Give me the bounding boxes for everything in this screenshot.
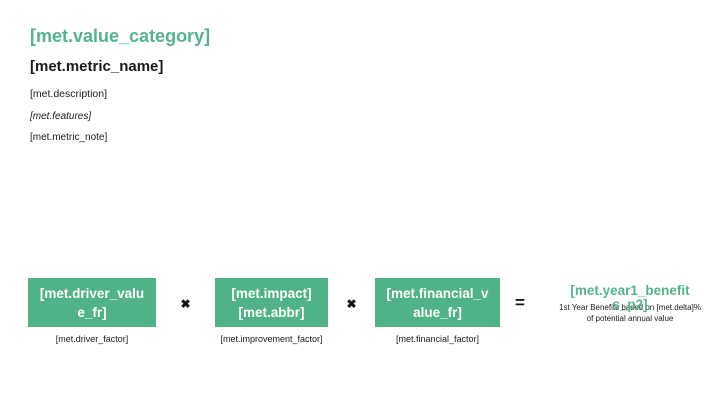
impact-abbr-text: [met.abbr] xyxy=(238,304,305,320)
metric-name-heading: [met.metric_name] xyxy=(30,58,164,75)
metric-description-text: [met.description] xyxy=(30,88,108,100)
year1-benefits-value: [met.year1_benefits_p2] xyxy=(570,283,690,312)
financial-value-text: [met.financial_value_fr] xyxy=(386,285,489,320)
metric-header-block: [met.value_category] [met.metric_name] [… xyxy=(30,26,650,143)
financial-factor-column: [met.financial_value_fr] [met.financial_… xyxy=(375,278,500,344)
benefit-formula-row: [met.driver_value_fr] [met.driver_factor… xyxy=(28,278,720,344)
financial-value-box: [met.financial_value_fr] xyxy=(375,278,500,327)
impact-factor-column: [met.impact] [met.abbr] [met.improvement… xyxy=(215,278,328,344)
impact-value-box: [met.impact] [met.abbr] xyxy=(215,278,328,327)
driver-factor-label: [met.driver_factor] xyxy=(55,334,129,344)
multiply-icon: ✖ xyxy=(180,297,191,311)
financial-factor-label: [met.financial_factor] xyxy=(395,334,480,344)
metric-features-text: [met.features] xyxy=(30,111,92,122)
year1-benefits-column: [met.year1_benefits_p2] 1st Year Benefit… xyxy=(540,284,720,324)
equals-icon: = xyxy=(515,293,525,312)
driver-value-box: [met.driver_value_fr] xyxy=(28,278,156,327)
driver-value-text: [met.driver_value_fr] xyxy=(39,285,145,320)
improvement-factor-label: [met.improvement_factor] xyxy=(220,334,323,344)
metric-note-text: [met.metric_note] xyxy=(30,132,108,143)
multiply-icon: ✖ xyxy=(346,297,357,311)
year1-benefits-note: 1st Year Benefits based on [met.delta]% … xyxy=(559,303,701,323)
impact-value-text: [met.impact] xyxy=(231,285,312,301)
driver-factor-column: [met.driver_value_fr] [met.driver_factor… xyxy=(28,278,156,344)
value-category-title: [met.value_category] xyxy=(30,26,211,46)
